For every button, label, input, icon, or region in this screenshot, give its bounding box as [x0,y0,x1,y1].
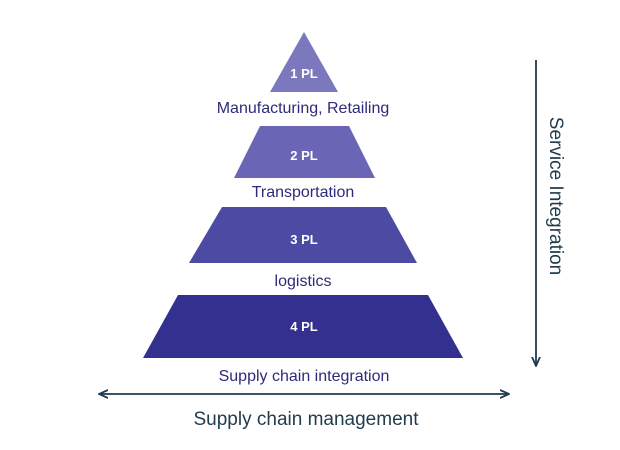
tier-3pl-label: 3 PL [290,232,318,247]
tier-1pl-caption: Manufacturing, Retailing [217,100,390,117]
tier-2pl-label: 2 PL [290,148,318,163]
tier-3pl-caption: logistics [275,273,332,290]
tier-3pl-shape [189,207,417,263]
tier-2pl-shape [234,126,375,178]
tier-1pl-shape [270,32,338,92]
tier-1pl-label: 1 PL [290,66,318,81]
tier-4pl-label: 4 PL [290,319,318,334]
tier-2pl-caption: Transportation [252,184,355,201]
service-integration-label: Service Integration [545,117,566,275]
supply-chain-management-label: Supply chain management [194,409,420,430]
tier-4pl-caption: Supply chain integration [219,368,390,385]
tier-4pl-shape [143,295,463,358]
